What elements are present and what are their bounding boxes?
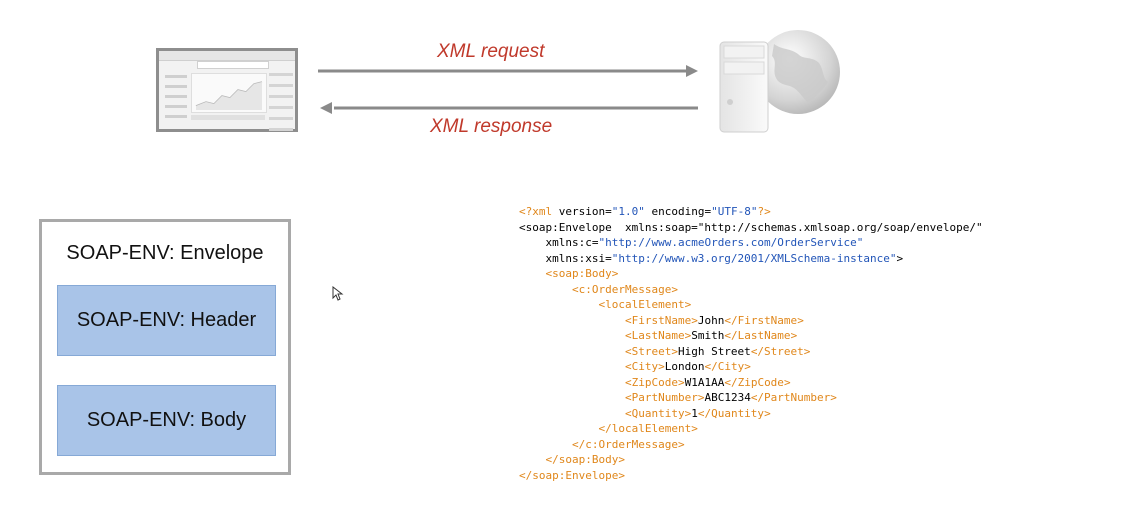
envelope-title: SOAP-ENV: Envelope (66, 242, 264, 264)
code-line: <localElement> (598, 298, 692, 311)
code-line: <c:OrderMessage> (571, 282, 678, 296)
code-line: <PartNumber>ABC1234</PartNumber> (624, 391, 837, 404)
code-line: <Street>High Street</Street> (624, 344, 811, 358)
request-label: XML request (437, 41, 545, 62)
code-line: </soap:Envelope> (519, 468, 625, 482)
mouse-cursor-icon (332, 286, 344, 301)
response-arrowhead (320, 102, 332, 114)
request-arrowhead (686, 65, 698, 77)
soap-header-block: SOAP-ENV: Header (57, 285, 276, 356)
code-line: <soap:Envelope xmlns:soap="http://schema… (519, 220, 983, 234)
code-line: <?xml version="1.0" encoding="UTF-8"?> (519, 205, 771, 218)
code-line: <ZipCode>W1A1AA</ZipCode> (624, 375, 791, 389)
code-line: xmlns:xsi="http://www.w3.org/2001/XMLSch… (519, 251, 904, 265)
code-line: <LastName>Smith</LastName> (624, 329, 798, 342)
code-line: </soap:Body> (545, 453, 625, 466)
soap-body-block: SOAP-ENV: Body (57, 385, 276, 456)
browser-client-icon (156, 48, 298, 132)
code-line: <FirstName>John</FirstName> (624, 313, 804, 327)
code-line: xmlns:c="http://www.acmeOrders.com/Order… (519, 236, 864, 249)
code-line: </c:OrderMessage> (571, 437, 685, 451)
arrows (318, 65, 698, 114)
code-line: <soap:Body> (545, 267, 619, 280)
code-line: <City>London</City> (624, 360, 751, 373)
code-line: </localElement> (598, 422, 698, 435)
xml-code-block: <?xml version="1.0" encoding="UTF-8"?> <s… (519, 204, 983, 483)
server-globe-icon (719, 30, 840, 133)
code-line: <Quantity>1</Quantity> (624, 406, 771, 420)
soap-envelope-box: SOAP-ENV: Envelope SOAP-ENV: Header SOAP… (39, 219, 291, 475)
response-label: XML response (430, 116, 553, 137)
